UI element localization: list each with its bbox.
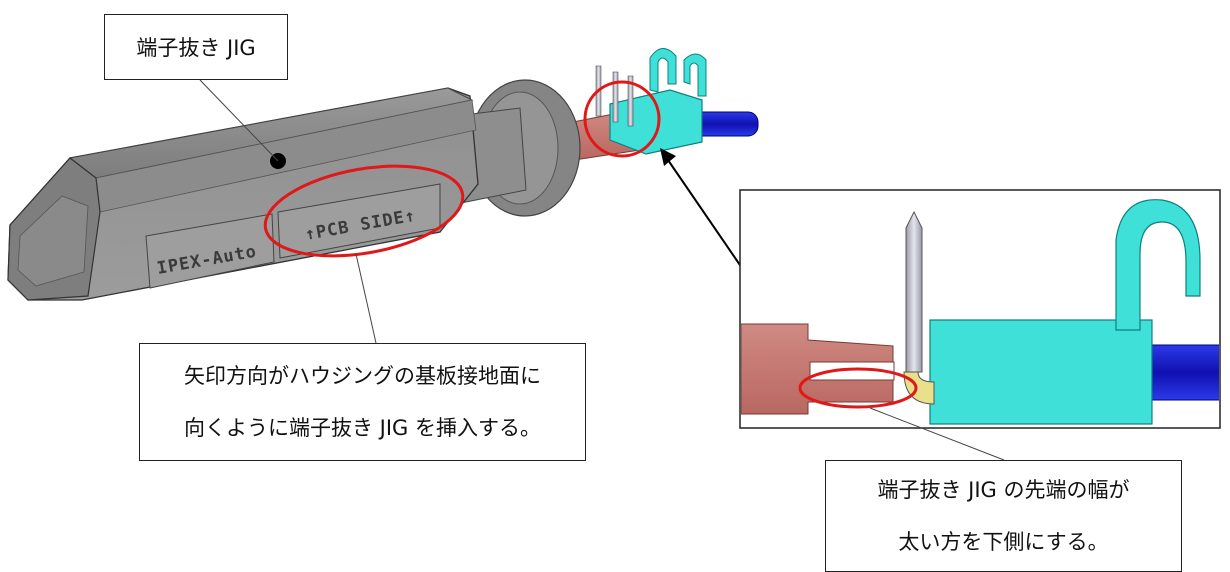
callout-tip-orientation-line2: 太い方を下側にする。 <box>898 530 1109 554</box>
leader-main <box>355 253 377 344</box>
leader-title <box>199 79 279 162</box>
terminal-extraction-jig: IPEX-Auto ↑PCB SIDE↑ <box>7 79 641 301</box>
callout-insert-direction: 矢印方向がハウジングの基板接地面に 向くように端子抜き JIG を挿入する。 <box>139 343 586 461</box>
connector-housing-small <box>583 48 759 158</box>
cable-detail <box>1149 344 1219 401</box>
housing-detail <box>929 319 1153 425</box>
callout-tip-orientation: 端子抜き JIG の先端の幅が 太い方を下側にする。 <box>825 460 1182 572</box>
housing-latch <box>1115 199 1201 331</box>
zoom-arrow <box>660 148 743 269</box>
engraving-plate-brand <box>145 213 275 289</box>
detail-inset <box>739 189 1221 429</box>
highlight-ring-blade-tip <box>798 367 918 409</box>
terminal-pin <box>905 210 923 373</box>
callout-jig-name: 端子抜き JIG <box>104 14 288 80</box>
callout-jig-name-text: 端子抜き JIG <box>136 36 256 60</box>
housing-small <box>609 89 703 155</box>
highlight-ring-connector <box>583 80 661 158</box>
highlight-ring-pcb-side <box>263 164 465 258</box>
leader-tip <box>869 407 1005 461</box>
callout-tip-orientation-line1: 端子抜き JIG の先端の幅が <box>877 478 1130 502</box>
callout-insert-direction-line1: 矢印方向がハウジングの基板接地面に <box>184 364 541 388</box>
callout-insert-direction-line2: 向くように端子抜き JIG を挿入する。 <box>183 416 541 440</box>
